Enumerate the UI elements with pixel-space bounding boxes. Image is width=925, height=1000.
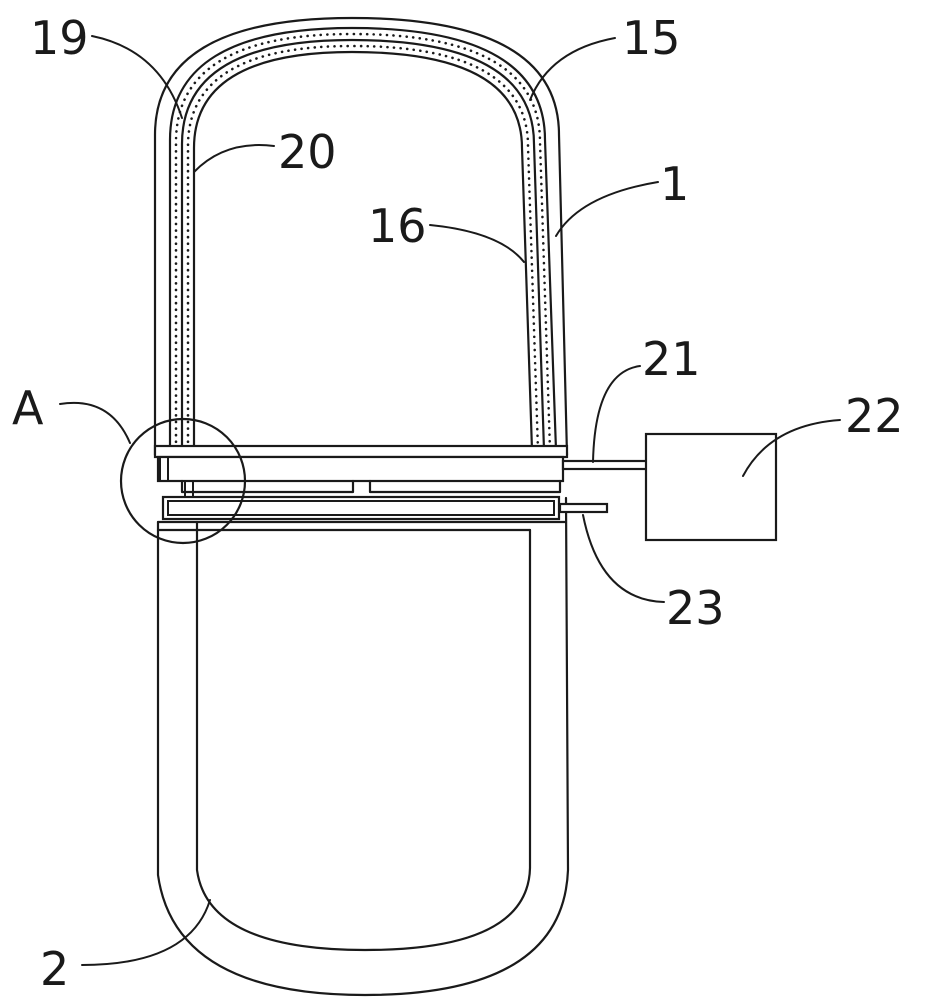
device-22 <box>644 432 778 542</box>
leader-23 <box>582 514 665 603</box>
leader-15 <box>529 37 616 101</box>
upper-channel-gap <box>159 456 169 482</box>
label-21: 21 <box>642 332 701 386</box>
leader-21 <box>592 365 641 463</box>
inner-wall <box>192 50 534 457</box>
lower-housing-inner <box>195 520 532 952</box>
pipe-23 <box>558 502 609 514</box>
leader-2 <box>81 899 211 966</box>
upper-channel <box>156 455 565 483</box>
middle-wall <box>180 38 546 457</box>
label-19: 19 <box>30 11 89 65</box>
label-1: 1 <box>660 157 689 211</box>
leader-22 <box>742 419 841 477</box>
label-22: 22 <box>845 389 904 443</box>
detail-circle-A <box>119 417 247 545</box>
label-20: 20 <box>278 125 337 179</box>
leader-A <box>59 401 131 444</box>
leader-20 <box>193 144 275 173</box>
label-2: 2 <box>40 942 69 996</box>
left-stub <box>184 480 194 498</box>
top-plate <box>153 444 569 459</box>
middle-divider-left <box>180 479 355 494</box>
label-23: 23 <box>666 581 725 635</box>
upper-housing-outer <box>153 16 569 457</box>
heating-layer-outer <box>168 26 558 457</box>
dotted-layer-outer <box>174 32 552 457</box>
leader-1 <box>555 181 659 237</box>
middle-divider-right <box>368 479 562 494</box>
label-A: A <box>12 381 44 435</box>
leader-16 <box>429 224 525 263</box>
dotted-layer-inner <box>186 44 540 457</box>
lower-channel-inner <box>167 500 555 516</box>
pipe-21 <box>561 459 658 471</box>
label-16: 16 <box>368 199 427 253</box>
leader-19 <box>91 35 183 119</box>
lower-housing-outer <box>156 496 570 997</box>
label-15: 15 <box>622 11 681 65</box>
